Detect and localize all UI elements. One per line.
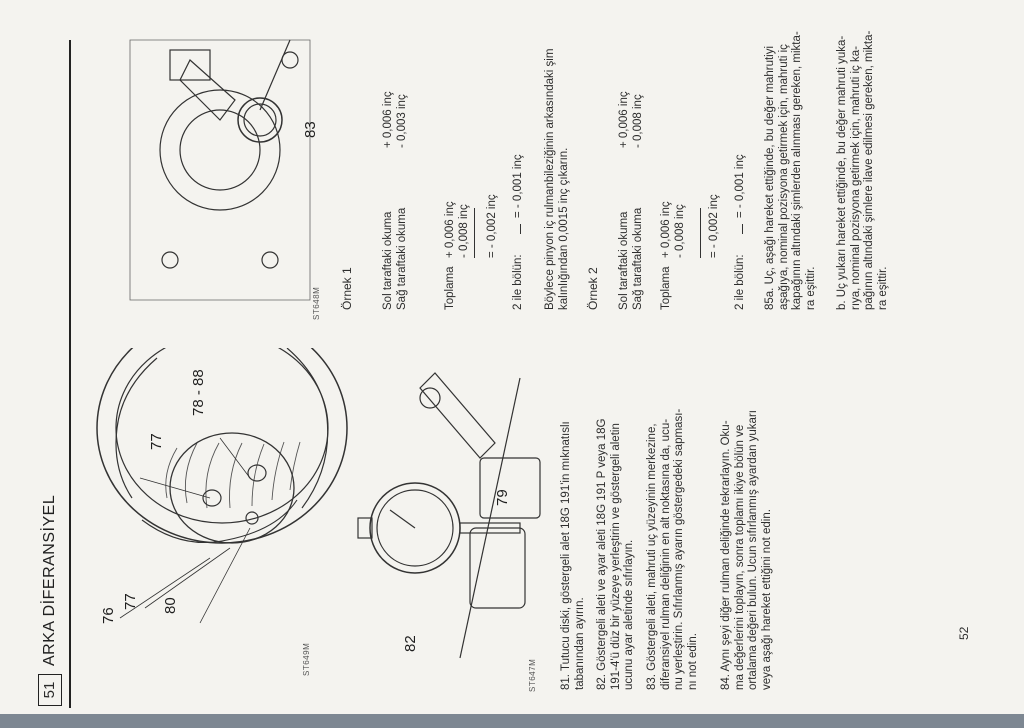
differential-gear-illustration (96, 348, 348, 544)
example-1-sum-result: = - 0,002 inç (486, 194, 498, 258)
example-2-right-value: - 0,008 inç (632, 94, 644, 148)
callout-82: 82 (402, 635, 419, 652)
paragraph-81: 81. Tutucu diski, göstergeli alet 18G 19… (560, 421, 586, 690)
example-1-left-label: Sol taraftaki okuma (382, 211, 394, 310)
figure-code-st648m: ST648M (312, 286, 321, 320)
example-2-left-value: + 0,006 inç (618, 91, 630, 148)
callout-78-88: 78 - 88 (190, 369, 207, 416)
example-1-sum-b: - 0,008 inç (458, 204, 470, 258)
figure-code-st649m: ST649M (302, 642, 311, 676)
example-2-left-label: Sol taraftaki okuma (618, 211, 630, 310)
example-2-title: Örnek 2 (586, 267, 600, 310)
figure-code-st647m: ST647M (528, 658, 537, 692)
header-rule (69, 40, 71, 708)
callout-79: 79 (494, 489, 511, 506)
paragraph-84: 84. Aynı şeyi diğer rulman deliğinde tek… (720, 410, 773, 690)
example-1-left-value: + 0,006 inç (382, 91, 394, 148)
example-2-divide-result: = - 0,001 inç (734, 154, 746, 218)
example-2-sum-rule (700, 208, 701, 258)
callout-83: 83 (302, 121, 319, 138)
scanner-edge (0, 714, 1024, 728)
example-1-sum-rule (474, 208, 475, 258)
page-box-number: 51 (38, 674, 62, 706)
example-1-divide-label: 2 ile bölün: (512, 254, 524, 310)
example-2-sum-b: - 0,008 inç (674, 204, 686, 258)
callout-76: 76 (100, 607, 117, 624)
paragraph-85b: b. Uç yukarı hareket ettiğinde, bu değer… (836, 30, 889, 310)
example-1-sum-label: Toplama (444, 266, 456, 310)
dial-gauge-illustration (357, 372, 541, 659)
example-1-sum-a: + 0,006 inç (444, 201, 456, 258)
callout-80: 80 (162, 597, 179, 614)
example-1-right-label: Sağ taraftaki okuma (396, 207, 408, 310)
example-1-note: Böylece pinyon iç rulmanbileziğinin arka… (544, 48, 570, 310)
gauge-on-housing-illustration (129, 39, 311, 301)
example-2-divide-rule (742, 224, 743, 234)
example-2-sum-result: = - 0,002 inç (708, 194, 720, 258)
paragraph-85a: 85a. Uç, aşağı hareket ettiğinde, bu değ… (764, 31, 817, 310)
example-2-sum-a: + 0,006 inç (660, 201, 672, 258)
example-2-divide-label: 2 ile bölün: (734, 254, 746, 310)
page-title: ARKA DİFERANSİYEL (41, 494, 58, 666)
example-2-sum-label: Toplama (660, 266, 672, 310)
callout-77-right: 77 (148, 433, 165, 450)
figure-leader-lines (119, 437, 251, 624)
callout-77-left: 77 (122, 593, 139, 610)
paragraph-82: 82. Göstergeli aleti ve ayar aleti 18G 1… (596, 418, 635, 690)
example-1-title: Örnek 1 (340, 267, 354, 310)
paragraph-83: 83. Göstergeli aleti, mahruti uç yüzeyin… (646, 408, 699, 690)
example-1-divide-rule (520, 224, 521, 234)
example-1-right-value: - 0,003 inç (396, 94, 408, 148)
example-2-right-label: Sağ taraftaki okuma (632, 207, 644, 310)
example-1-divide-result: = - 0,001 inç (512, 154, 524, 218)
